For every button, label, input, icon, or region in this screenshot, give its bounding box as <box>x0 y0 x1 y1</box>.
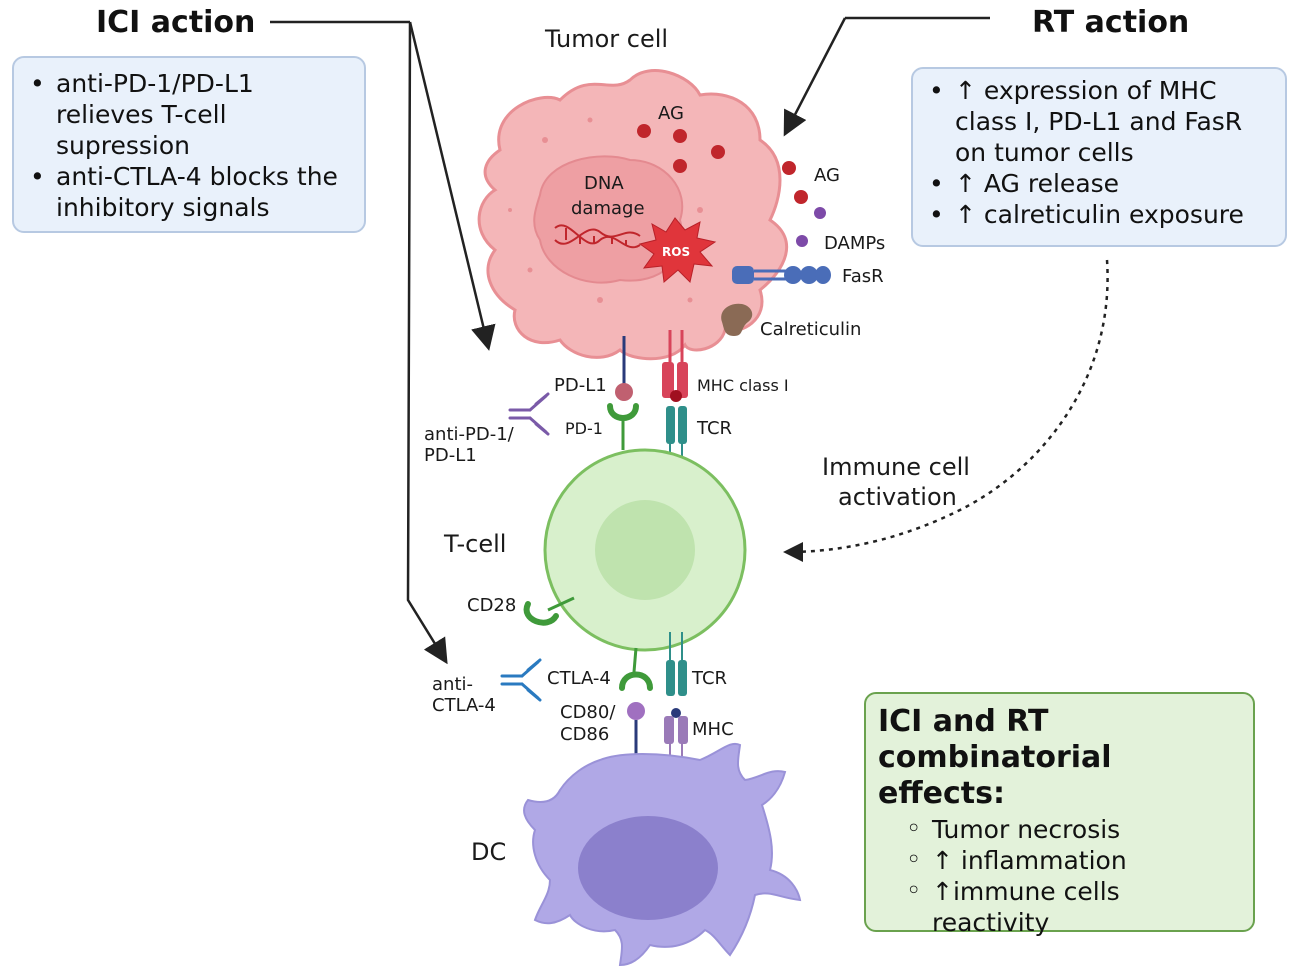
ag-particles-outer <box>782 161 808 204</box>
ici-bullet-ctla4: anti-CTLA-4 blocks the inhibitory signal… <box>26 161 354 223</box>
ici-action-box: anti-PD-1/PD-L1 relieves T-cell supressi… <box>12 56 366 233</box>
rt-arrow <box>783 16 990 137</box>
cd28-receptor-icon <box>523 596 575 626</box>
anti-ctla4-label-line2: CTLA-4 <box>432 695 496 716</box>
fasr-label: FasR <box>842 266 884 287</box>
cd28-label: CD28 <box>467 595 516 616</box>
combinatorial-effects-title: ICI and RT combinatorial effects: <box>878 704 1243 812</box>
dc-label: DC <box>471 838 506 866</box>
anti-pd1-label-line2: PD-L1 <box>424 445 477 466</box>
immune-activation-line2: activation <box>838 483 957 511</box>
calreticulin-icon <box>721 303 753 336</box>
pd-1-label: PD-1 <box>565 419 603 438</box>
combo-bullet-list: Tumor necrosis ↑ inflammation ↑immune ce… <box>878 814 1243 938</box>
anti-ctla4-label-line1: anti- <box>432 674 473 695</box>
cd80-label-line1: CD80/ <box>560 702 616 723</box>
rt-action-title: RT action <box>1032 5 1189 40</box>
pd-1-receptor-icon <box>607 403 639 450</box>
pd-l1-receptor-icon <box>615 336 633 401</box>
pd-l1-label: PD-L1 <box>554 375 607 396</box>
mhc-class-i-icon <box>662 330 688 402</box>
dna-label-line2: damage <box>571 198 645 219</box>
anti-pd1-label-line1: anti-PD-1/ <box>424 424 515 445</box>
combo-bullet-necrosis: Tumor necrosis <box>902 814 1243 845</box>
ros-label: ROS <box>662 245 690 259</box>
ag-outer-label: AG <box>814 165 840 186</box>
rt-bullet-calreticulin: ↑ calreticulin exposure <box>925 199 1277 230</box>
immune-activation-line1: Immune cell <box>822 453 970 481</box>
ag-particles-inner <box>637 124 725 173</box>
ici-bullet-pd1: anti-PD-1/PD-L1 relieves T-cell supressi… <box>26 68 354 161</box>
tcr-bottom-label: TCR <box>691 668 727 689</box>
damps-particles <box>796 207 826 247</box>
mhc-label: MHC <box>692 719 734 740</box>
ros-burst-icon <box>638 217 717 283</box>
tcr-top-label: TCR <box>696 418 732 439</box>
dna-label-line1: DNA <box>584 173 624 194</box>
ctla4-receptor-icon <box>619 647 653 691</box>
calreticulin-label: Calreticulin <box>760 319 861 340</box>
tumor-cell-label: Tumor cell <box>544 25 668 53</box>
rt-bullet-expression: ↑ expression of MHC class I, PD-L1 and F… <box>925 75 1277 168</box>
combinatorial-effects-box: ICI and RT combinatorial effects: Tumor … <box>864 692 1255 937</box>
t-cell <box>543 448 747 652</box>
ctla4-label: CTLA-4 <box>547 668 611 689</box>
ag-inner-label: AG <box>658 103 684 124</box>
tumor-cell <box>477 69 789 361</box>
immune-activation-arrow <box>783 259 1109 562</box>
damps-label: DAMPs <box>824 233 885 254</box>
combo-bullet-reactivity: ↑immune cells reactivity <box>902 876 1243 938</box>
rt-bullet-list: ↑ expression of MHC class I, PD-L1 and F… <box>925 75 1277 230</box>
mhc-class-i-label: MHC class I <box>697 376 789 395</box>
ici-arrows <box>270 20 496 665</box>
combo-title-line2: combinatorial effects: <box>878 740 1112 811</box>
fasr-receptor-icon <box>732 266 831 284</box>
rt-action-box: ↑ expression of MHC class I, PD-L1 and F… <box>911 67 1287 247</box>
ici-action-title: ICI action <box>96 5 255 40</box>
ici-bullet-list: anti-PD-1/PD-L1 relieves T-cell supressi… <box>26 68 354 223</box>
rt-bullet-ag-release: ↑ AG release <box>925 168 1277 199</box>
combo-title-line1: ICI and RT <box>878 704 1049 739</box>
dendritic-cell <box>523 742 802 967</box>
cd80-label-line2: CD86 <box>560 724 609 745</box>
combo-bullet-inflammation: ↑ inflammation <box>902 845 1243 876</box>
t-cell-label: T-cell <box>443 530 506 558</box>
tcr-bottom-icon <box>666 632 687 696</box>
anti-pd1-antibody-icon <box>508 392 550 436</box>
anti-ctla4-antibody-icon <box>500 658 542 702</box>
dna-helix-icon <box>554 224 641 249</box>
